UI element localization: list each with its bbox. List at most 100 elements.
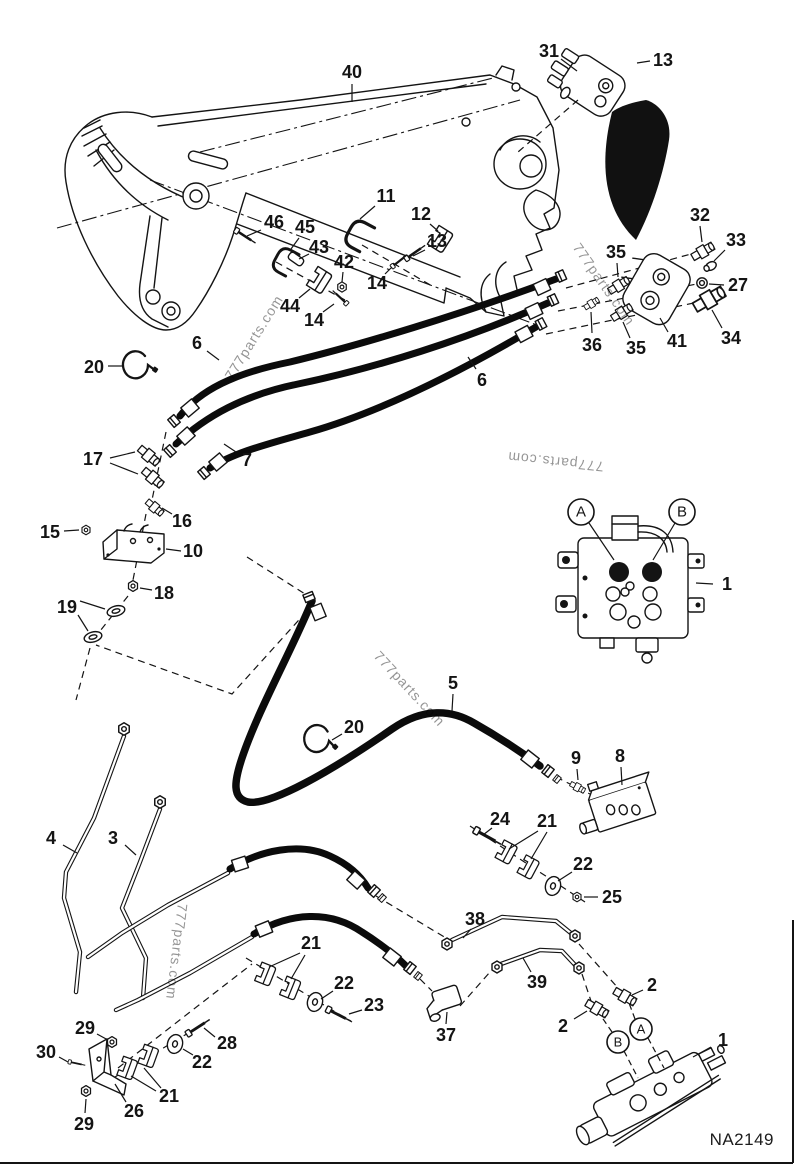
callout-leader xyxy=(695,582,714,585)
black-swoosh xyxy=(605,100,670,240)
port-label-circle xyxy=(567,498,595,526)
valve-1-top-drawing xyxy=(555,515,705,664)
part-callout-18: 18 xyxy=(154,583,174,603)
callout-leader xyxy=(290,954,306,980)
callout-leader xyxy=(384,266,393,275)
part-callout-1: 1 xyxy=(718,1030,728,1050)
callout-leader xyxy=(576,768,579,781)
callout-leader xyxy=(557,871,573,882)
port-label-A: A xyxy=(637,1022,646,1037)
callout-leader xyxy=(84,1098,87,1114)
callout-leader xyxy=(58,1056,69,1063)
fitting-2b-drawing xyxy=(583,996,611,1021)
part-callout-46: 46 xyxy=(264,212,284,232)
callout-leader xyxy=(298,253,310,260)
clamp-cluster-top xyxy=(231,216,455,308)
part-callout-7: 7 xyxy=(242,450,252,470)
part-callout-24: 24 xyxy=(490,809,510,829)
callout-leader xyxy=(620,766,623,786)
part-callout-45: 45 xyxy=(295,217,315,237)
hoses-6-7-drawing xyxy=(162,269,568,481)
port-label-B: B xyxy=(614,1035,623,1050)
callout-leader xyxy=(139,587,153,591)
part-callout-3: 3 xyxy=(108,828,118,848)
callout-leader xyxy=(616,262,619,278)
callout-leader xyxy=(429,223,439,232)
part-callout-10: 10 xyxy=(183,541,203,561)
callout-leader xyxy=(182,1048,194,1056)
callout-leader xyxy=(708,283,725,286)
part-callout-28: 28 xyxy=(217,1033,237,1053)
part-callout-34: 34 xyxy=(721,328,741,348)
callout-leader xyxy=(530,831,548,860)
part-callout-22: 22 xyxy=(334,973,354,993)
part-callout-33: 33 xyxy=(726,230,746,250)
callout-leader xyxy=(412,249,426,257)
callout-leader xyxy=(124,844,137,856)
callout-leader xyxy=(560,58,578,72)
tubes-38-39-drawing xyxy=(441,917,585,975)
part-callout-5: 5 xyxy=(448,673,458,693)
part-callout-19: 19 xyxy=(57,597,77,617)
part-callout-14: 14 xyxy=(367,273,387,293)
part-callout-14: 14 xyxy=(304,310,324,330)
part-callout-23: 23 xyxy=(364,995,384,1015)
callout-leader xyxy=(359,205,376,220)
part-callout-6: 6 xyxy=(192,333,202,353)
part-callout-38: 38 xyxy=(465,909,485,929)
callout-leader xyxy=(143,1067,162,1089)
block-8-drawing xyxy=(579,771,657,835)
part-callout-21: 21 xyxy=(159,1086,179,1106)
callout-leader xyxy=(659,317,669,333)
part-callout-20: 20 xyxy=(84,357,104,377)
cable-tie-20a xyxy=(121,350,160,380)
part-callout-39: 39 xyxy=(527,972,547,992)
callout-leader xyxy=(508,830,539,850)
part-callout-21: 21 xyxy=(537,811,557,831)
clamp-set-left-drawing xyxy=(253,961,354,1026)
callout-leader xyxy=(62,844,78,854)
callout-leader xyxy=(467,356,477,370)
callout-leader xyxy=(482,827,493,836)
callout-leader xyxy=(206,350,220,361)
part-callout-29: 29 xyxy=(75,1018,95,1038)
part-callout-35: 35 xyxy=(626,338,646,358)
watermark-text: 777parts.com xyxy=(506,449,604,475)
part-callout-15: 15 xyxy=(40,522,60,542)
callout-leader xyxy=(573,1010,588,1020)
callout-leader xyxy=(223,443,237,453)
part-callout-1: 1 xyxy=(722,574,732,594)
part-callout-21: 21 xyxy=(301,933,321,953)
fitting-9-drawing xyxy=(568,779,587,795)
part-callout-6: 6 xyxy=(477,370,487,390)
port-label-circle xyxy=(629,1017,653,1041)
callout-leader xyxy=(114,1083,127,1103)
boom-arm-drawing xyxy=(56,65,561,331)
part-callout-17: 17 xyxy=(83,449,103,469)
port-label-leader xyxy=(647,1037,665,1069)
part-callout-11: 11 xyxy=(376,186,395,206)
part-callout-26: 26 xyxy=(124,1101,144,1121)
callout-leader xyxy=(322,303,335,313)
bracket-10-cluster-drawing xyxy=(81,442,167,645)
part-callout-25: 25 xyxy=(602,887,622,907)
callout-leader xyxy=(590,311,593,334)
port-label-leader xyxy=(628,1002,636,1020)
callout-leader xyxy=(63,529,80,532)
cable-tie-20b xyxy=(300,721,343,757)
part-callout-12: 12 xyxy=(411,204,431,224)
part-callout-32: 32 xyxy=(690,205,710,225)
part-callout-16: 16 xyxy=(172,511,192,531)
part-callout-22: 22 xyxy=(573,854,593,874)
part-callout-35: 35 xyxy=(606,242,626,262)
hose-5-drawing xyxy=(232,590,562,807)
callout-leader xyxy=(622,321,631,339)
callout-leader xyxy=(348,1009,363,1015)
part-callout-36: 36 xyxy=(582,335,602,355)
callout-leader xyxy=(161,507,173,515)
part-callout-13: 13 xyxy=(427,231,447,251)
part-callout-29: 29 xyxy=(74,1114,94,1134)
callout-leader xyxy=(96,1033,109,1041)
callout-leader xyxy=(246,229,262,237)
